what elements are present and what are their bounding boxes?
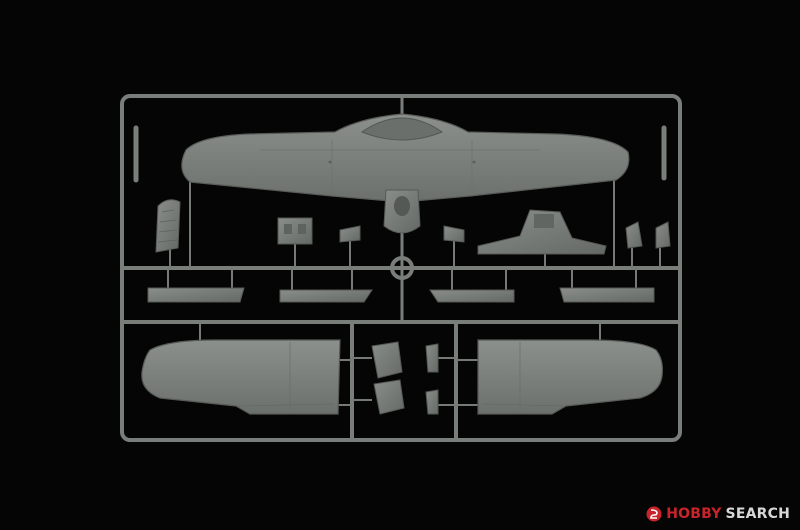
cockpit-parts [277, 217, 465, 245]
watermark: HOBBY SEARCH [646, 506, 790, 522]
rudder-part [155, 199, 181, 253]
control-surface-parts [147, 287, 655, 303]
small-parts-right [625, 221, 671, 249]
brand-search-text: SEARCH [725, 506, 790, 522]
brand-hobby-text: HOBBY [666, 506, 722, 522]
center-lower-parts [371, 341, 439, 415]
engine-mount-part [477, 209, 607, 255]
upper-wing-part [181, 113, 630, 203]
lower-left-wing-part [141, 339, 341, 415]
hobby-search-logo-icon [646, 506, 662, 522]
lower-right-wing-part [477, 339, 663, 415]
cowling-part [383, 189, 421, 234]
